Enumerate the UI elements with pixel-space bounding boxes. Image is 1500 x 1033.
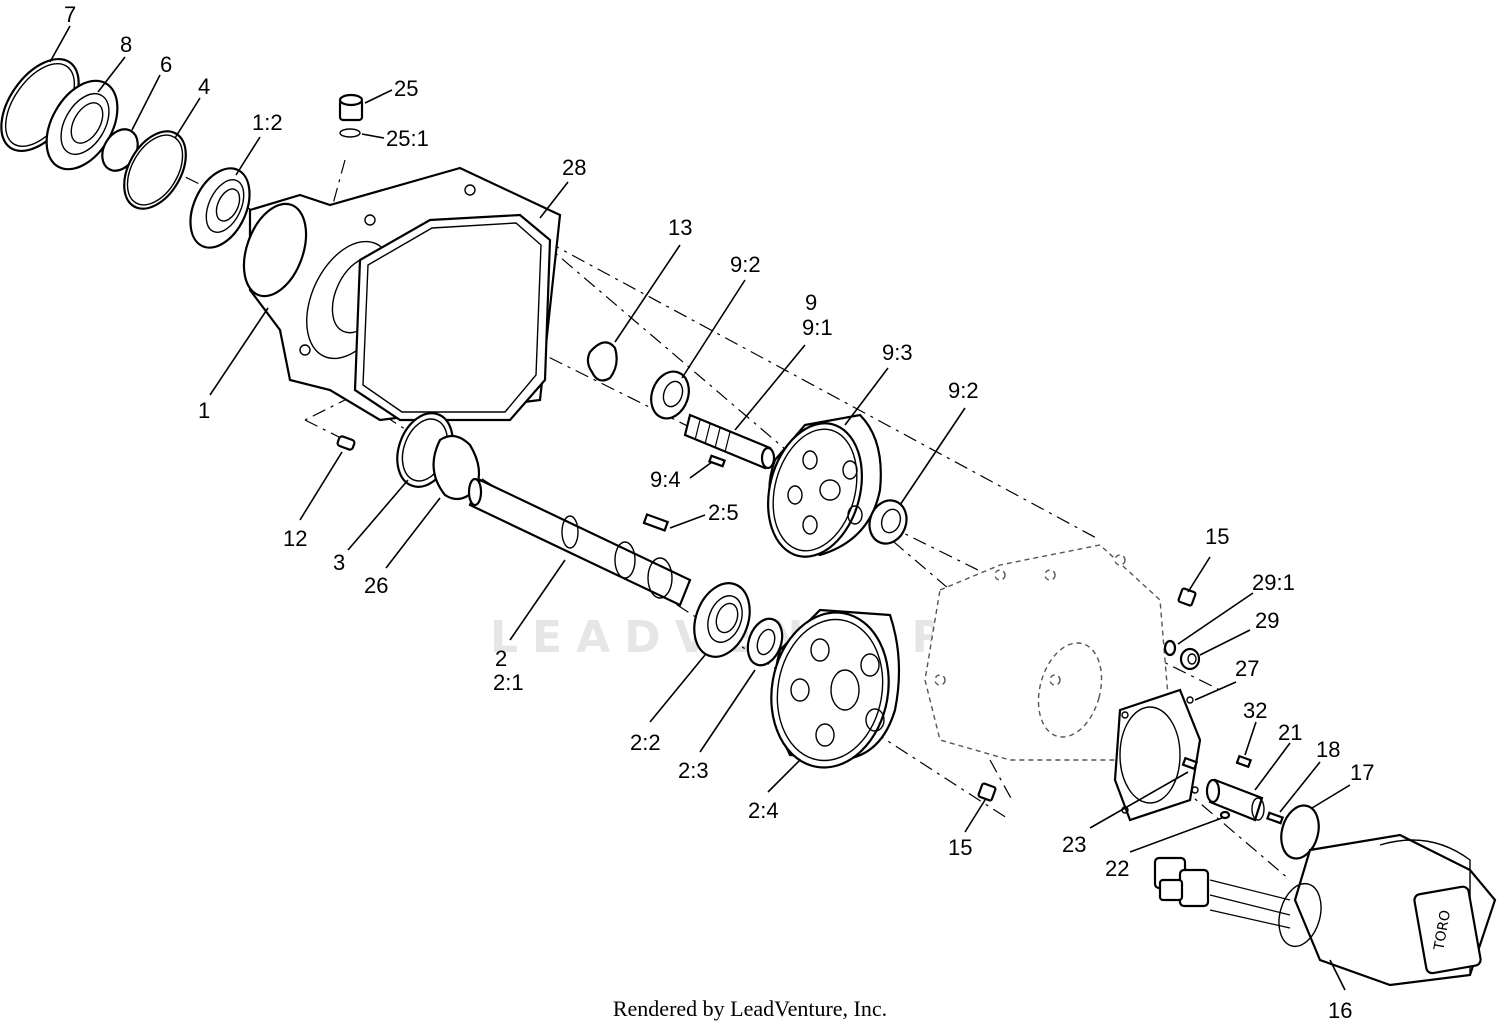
part-16-motor: TORO (1153, 833, 1497, 987)
part-2-5-key (642, 513, 670, 532)
callout-17: 17 (1350, 760, 1374, 785)
footer-credit: Rendered by LeadVenture, Inc. (612, 996, 888, 1021)
part-29-1-washer (1163, 639, 1177, 657)
part-4-ring (123, 130, 187, 210)
callout-13: 13 (668, 215, 692, 240)
part-8-seal (45, 79, 119, 171)
part-9-4-key (707, 454, 727, 468)
part-28-gasket (353, 213, 552, 422)
part-2-4-gear (770, 608, 901, 769)
part-9-2-bearing-a (650, 370, 690, 420)
part-12-dowel-pin (336, 435, 356, 451)
part-17-oring (1280, 804, 1320, 860)
callout-3: 3 (333, 550, 345, 575)
callout-26: 26 (364, 573, 388, 598)
part-15-bolt-upper (1177, 587, 1197, 607)
callout-29: 29 (1255, 608, 1279, 633)
part-23-dowel (1181, 756, 1199, 771)
callout-2: 2 (495, 646, 507, 671)
callout-2-1: 2:1 (493, 670, 524, 695)
callout-9-4: 9:4 (650, 467, 681, 492)
callout-1: 1 (198, 398, 210, 423)
part-2-3-spacer (746, 617, 784, 667)
callout-15-lower: 15 (948, 835, 972, 860)
callout-9-2-lower: 9:2 (948, 378, 979, 403)
part-2-output-shaft (467, 477, 692, 607)
part-1-2-bearing (189, 167, 251, 249)
callout-15-upper: 15 (1205, 524, 1229, 549)
part-2-2-bearing (693, 582, 751, 658)
part-9-2-bearing-b (868, 499, 908, 545)
callout-8: 8 (120, 32, 132, 57)
part-25-breather (338, 93, 364, 138)
part-32-pin (1235, 754, 1253, 769)
callout-22: 22 (1105, 856, 1129, 881)
part-18-key (1265, 811, 1285, 825)
callout-16: 16 (1328, 998, 1352, 1023)
part-15-bolt-lower (977, 782, 997, 802)
callout-7: 7 (64, 2, 76, 27)
part-9-3-gear (767, 413, 882, 558)
part-9-shaft (683, 413, 776, 470)
callout-9-3: 9:3 (882, 340, 913, 365)
part-21-coupling (1205, 778, 1265, 822)
part-29-plug (1179, 647, 1201, 671)
callout-28: 28 (562, 155, 586, 180)
part-27-gasket (1113, 688, 1202, 822)
leader-lines (49, 25, 1351, 991)
callout-6: 6 (160, 52, 172, 77)
callout-32: 32 (1243, 698, 1267, 723)
part-13-oring (586, 341, 618, 382)
part-cover-housing-ghost (924, 544, 1171, 761)
callout-27: 27 (1235, 656, 1259, 681)
callout-21: 21 (1278, 720, 1302, 745)
callout-29-1: 29:1 (1252, 570, 1295, 595)
callout-9: 9 (805, 290, 817, 315)
callout-25-1: 25:1 (386, 126, 429, 151)
callout-12: 12 (283, 526, 307, 551)
callout-2-5: 2:5 (708, 500, 739, 525)
callout-9-2-upper: 9:2 (730, 252, 761, 277)
callout-1-2: 1:2 (252, 110, 283, 135)
callout-labels: 7 8 6 4 1:2 25 25:1 28 13 9:2 9 9:1 9:3 … (64, 2, 1374, 1023)
callout-2-4: 2:4 (748, 798, 779, 823)
callout-2-2: 2:2 (630, 730, 661, 755)
callout-18: 18 (1316, 737, 1340, 762)
motor-logo: TORO (1431, 909, 1454, 952)
callout-2-3: 2:3 (678, 758, 709, 783)
part-22-set-screw (1219, 810, 1231, 820)
callout-25: 25 (394, 76, 418, 101)
callout-23: 23 (1062, 832, 1086, 857)
callout-4: 4 (198, 74, 210, 99)
callout-9-1: 9:1 (802, 315, 833, 340)
